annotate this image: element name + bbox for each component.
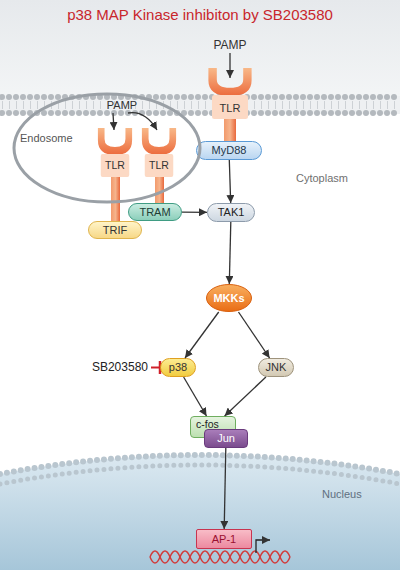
signal-arrow: [224, 448, 226, 529]
node-label: p38: [169, 361, 187, 373]
signal-arrow: [182, 212, 207, 213]
node-label: TLR: [220, 102, 241, 114]
transcription-arrow: [256, 540, 270, 553]
kinase-pill: TAK1: [207, 203, 255, 222]
compartment-label: Nucleus: [322, 488, 382, 500]
inhibitor-label: SB203580: [80, 360, 148, 374]
signal-arrow: [185, 312, 219, 358]
node-label: TLR: [105, 160, 125, 172]
extracellular-area: [0, 0, 400, 98]
receptor-shape: TLR: [206, 66, 254, 120]
receptor-stalk: [111, 176, 120, 222]
dna-strand: [150, 551, 290, 563]
node-label: TLR: [149, 160, 169, 172]
kinase-body: [207, 285, 252, 312]
kinase-ellipse: MKKs: [206, 284, 252, 312]
signal-arrow: [239, 312, 270, 358]
inhibition-line: [151, 367, 160, 369]
adaptor-pill: TRAM: [128, 203, 182, 221]
receptor-shape: TLR: [140, 126, 178, 178]
node-label: TRIF: [103, 224, 127, 236]
receptor-cup: [98, 128, 132, 155]
compartment-label: Cytoplasm: [296, 172, 366, 184]
node-label: TAK1: [218, 206, 245, 218]
lipid-heads: [2, 110, 400, 116]
ligand-label: PAMP: [100, 99, 144, 111]
adaptor-pill: TRIF: [88, 221, 142, 239]
receptor-cup: [142, 128, 176, 155]
node-label: Jun: [217, 432, 235, 444]
node-label: Endosome: [20, 132, 73, 144]
nuclear-membrane: [0, 465, 400, 484]
signal-arrow: [229, 222, 231, 284]
kinase-pill: JNK: [258, 358, 294, 377]
diagram-title: p38 MAP Kinase inhibiton by SB203580: [0, 6, 400, 23]
receptor-body: [101, 154, 130, 177]
receptor-shape: TLR: [96, 126, 134, 178]
nucleus-area: [0, 455, 400, 570]
receptor-stalk: [224, 118, 236, 142]
binding-arrow: [128, 113, 157, 130]
binding-arrow: [113, 113, 114, 130]
binding-arrow: [229, 53, 230, 78]
membrane-band: [0, 96, 400, 114]
signal-arrow: [184, 377, 207, 416]
signal-arrow: [229, 160, 230, 203]
node-label: AP-1: [212, 533, 236, 545]
adaptor-pill: MyD88: [196, 141, 262, 160]
node-label: JNK: [266, 361, 287, 373]
signal-arrow: [225, 377, 266, 416]
ligand-label: PAMP: [205, 38, 255, 52]
factor-box: Jun: [204, 429, 248, 448]
node-label: TRAM: [139, 206, 170, 218]
node-label: MyD88: [212, 144, 247, 156]
receptor-body: [212, 95, 248, 119]
dna-strand: [150, 551, 290, 563]
transcription-factor-box: AP-1: [196, 529, 252, 549]
endosome-membrane: [14, 94, 200, 202]
receptor-cup: [208, 68, 251, 96]
kinase-pill: p38: [160, 358, 196, 377]
receptor-body: [145, 154, 174, 177]
node-label: MKKs: [213, 292, 244, 304]
